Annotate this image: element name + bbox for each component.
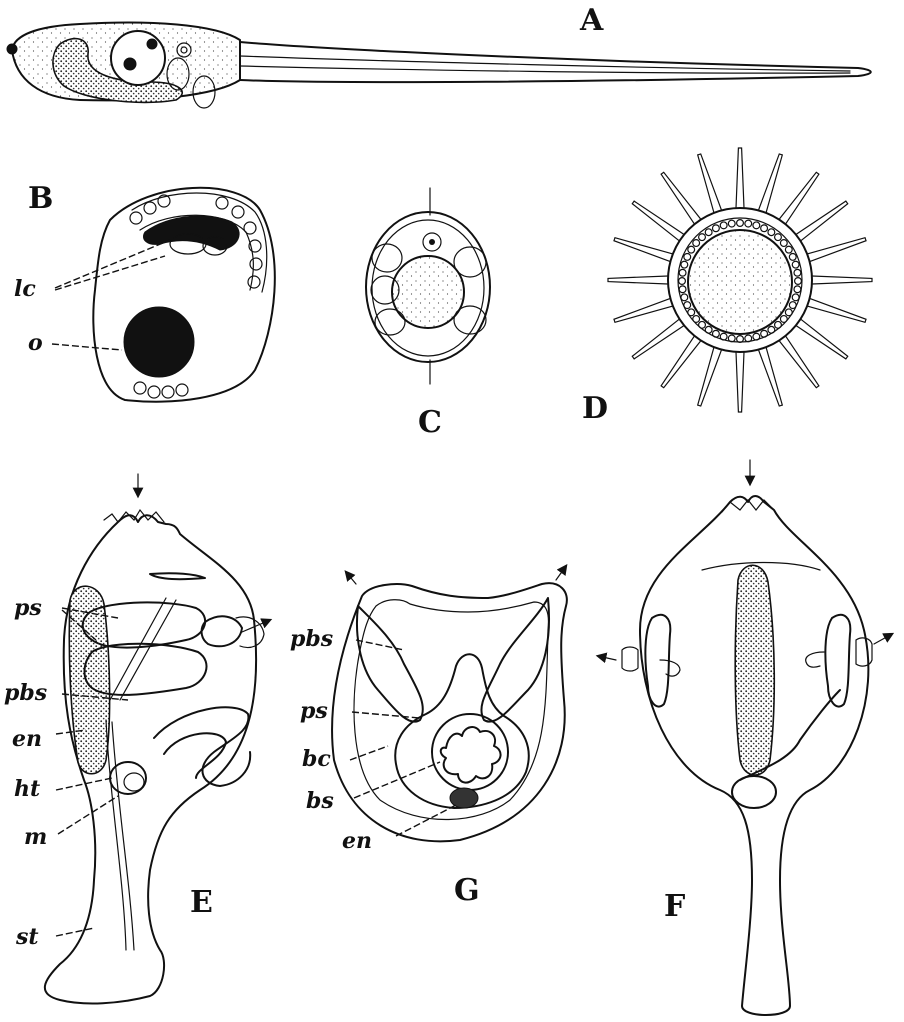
radial-process xyxy=(796,319,848,359)
test-cell xyxy=(753,222,760,229)
test-cell xyxy=(785,309,792,316)
label-ht: ht xyxy=(14,776,40,802)
test-cell xyxy=(789,302,796,309)
radial-process xyxy=(614,238,673,262)
test-cell xyxy=(693,316,700,323)
test-cell xyxy=(737,220,744,227)
test-cell xyxy=(728,220,735,227)
radial-process xyxy=(736,148,744,208)
test-cell xyxy=(780,240,787,247)
test-cell xyxy=(775,234,782,241)
panel-f-letter: F xyxy=(664,889,685,924)
test-cell xyxy=(794,286,801,293)
test-cell xyxy=(768,326,775,333)
test-cell xyxy=(720,333,727,340)
radial-process xyxy=(698,347,722,406)
label-o: o xyxy=(28,330,43,356)
test-cell xyxy=(693,240,700,247)
panel-e-letter: E xyxy=(190,885,213,920)
radial-process xyxy=(736,352,744,412)
panel-c-letter: C xyxy=(418,405,442,440)
test-cell xyxy=(684,302,691,309)
label-m: m xyxy=(24,824,47,850)
test-cell xyxy=(684,254,691,261)
test-cell xyxy=(688,246,695,253)
panel-b-zooid: B lc o xyxy=(14,181,275,402)
test-cell xyxy=(780,316,787,323)
label-en-e: en xyxy=(12,726,42,752)
test-cell xyxy=(753,333,760,340)
label-ps-e: ps xyxy=(14,595,42,621)
radial-process xyxy=(779,336,819,388)
panel-d-letter: D xyxy=(582,391,608,426)
radial-process xyxy=(632,201,684,241)
test-cell xyxy=(679,278,686,285)
radial-process xyxy=(608,276,668,284)
panel-g-section: pbs ps bc bs en G xyxy=(290,566,567,908)
test-cell xyxy=(688,309,695,316)
test-cell xyxy=(679,269,686,276)
panel-a-larva: A xyxy=(7,3,871,108)
test-cell xyxy=(745,335,752,342)
test-cell xyxy=(792,294,799,301)
label-lc: lc xyxy=(14,276,36,302)
radial-process xyxy=(779,172,819,224)
test-cell xyxy=(794,269,801,276)
panel-d-radial: D xyxy=(582,148,872,426)
test-cell xyxy=(768,229,775,236)
test-cell xyxy=(699,321,706,328)
radial-process xyxy=(614,298,673,322)
test-cell xyxy=(785,246,792,253)
radial-process xyxy=(661,172,701,224)
radial-process xyxy=(812,276,872,284)
radial-process xyxy=(807,238,866,262)
test-cell xyxy=(792,261,799,268)
radial-process xyxy=(758,154,782,213)
test-cell xyxy=(679,286,686,293)
test-cell xyxy=(720,222,727,229)
radial-process xyxy=(698,154,722,213)
radial-process xyxy=(807,298,866,322)
panel-g-letter: G xyxy=(454,873,480,908)
test-cell xyxy=(761,225,768,232)
radial-process xyxy=(796,201,848,241)
test-cell xyxy=(775,321,782,328)
test-cell xyxy=(681,261,688,268)
radial-process xyxy=(758,347,782,406)
label-bs: bs xyxy=(306,788,334,814)
label-en-g: en xyxy=(342,828,372,854)
test-cell xyxy=(728,335,735,342)
test-cell xyxy=(789,254,796,261)
test-cell xyxy=(745,220,752,227)
test-cell xyxy=(681,294,688,301)
radial-process xyxy=(661,336,701,388)
test-cell xyxy=(713,225,720,232)
test-cell xyxy=(699,234,706,241)
label-pbs-e: pbs xyxy=(4,680,47,706)
label-st: st xyxy=(15,924,39,950)
label-pbs-g: pbs xyxy=(290,626,333,652)
panel-b-letter: B xyxy=(28,181,53,216)
panel-a-letter: A xyxy=(579,3,604,38)
radial-process xyxy=(632,319,684,359)
label-ps-g: ps xyxy=(300,698,328,724)
test-cell xyxy=(705,326,712,333)
panel-f-zooid: F xyxy=(598,460,892,1015)
test-cell xyxy=(761,330,768,337)
panel-e-zooid: ps pbs en ht m st E xyxy=(4,474,270,1003)
test-cell xyxy=(705,229,712,236)
test-cell xyxy=(713,330,720,337)
test-cell xyxy=(737,336,744,343)
panel-c-egg: C xyxy=(366,188,490,440)
label-bc: bc xyxy=(302,746,331,772)
test-cell xyxy=(795,278,802,285)
